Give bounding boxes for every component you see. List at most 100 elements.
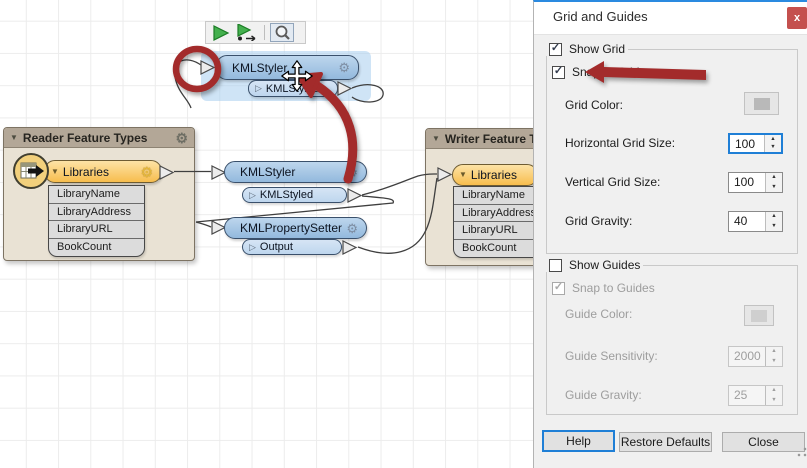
output-port-kmlstyled[interactable]: ▷ KMLStyled bbox=[242, 187, 347, 203]
horizontal-grid-size-label: Horizontal Grid Size: bbox=[565, 136, 676, 150]
color-swatch bbox=[751, 309, 767, 322]
gear-icon[interactable]: ⚙ bbox=[346, 220, 358, 236]
spin-down-icon[interactable]: ▼ bbox=[771, 183, 777, 190]
vertical-grid-size-spinner[interactable]: 100 ▲ ▼ bbox=[728, 172, 783, 193]
gear-icon[interactable]: ⚙ bbox=[175, 129, 188, 146]
attribute-row[interactable]: LibraryAddress bbox=[454, 205, 540, 222]
spin-up-icon[interactable]: ▲ bbox=[770, 135, 776, 142]
reader-feature-libraries[interactable]: ▼ Libraries ⚙ bbox=[44, 160, 162, 183]
feature-label: Libraries bbox=[470, 168, 517, 182]
collapse-triangle-icon[interactable]: ▼ bbox=[10, 132, 18, 142]
output-port-kmlstyled-dragged[interactable]: ▷ KMLStyled bbox=[248, 80, 338, 97]
gear-icon[interactable]: ⚙ bbox=[338, 60, 350, 75]
spinner-value[interactable]: 100 bbox=[734, 175, 755, 189]
collapse-triangle-icon[interactable]: ▼ bbox=[459, 170, 467, 179]
snap-to-grid-checkbox[interactable]: ✓ bbox=[552, 65, 565, 79]
vertical-grid-size-label: Vertical Grid Size: bbox=[565, 175, 661, 189]
spinner-value[interactable]: 25 bbox=[734, 388, 748, 402]
output-port-icon[interactable] bbox=[159, 165, 175, 180]
output-port-icon[interactable] bbox=[337, 81, 353, 96]
color-swatch bbox=[753, 97, 770, 110]
input-port-icon[interactable] bbox=[200, 60, 216, 75]
attribute-label: LibraryURL bbox=[462, 224, 518, 237]
dialog-titlebar[interactable] bbox=[534, 2, 807, 35]
spin-up-icon[interactable]: ▲ bbox=[771, 174, 777, 180]
close-button[interactable]: Close bbox=[722, 432, 805, 452]
grid-color-label: Grid Color: bbox=[565, 98, 624, 112]
port-label: KMLStyled bbox=[265, 82, 320, 95]
transformer-kmlstyler[interactable]: KMLStyler ⚙ bbox=[224, 161, 367, 183]
show-guides-checkbox[interactable] bbox=[549, 258, 562, 272]
help-button[interactable]: Help bbox=[542, 430, 615, 452]
port-marker-icon: ▷ bbox=[249, 241, 256, 252]
spin-down-icon[interactable]: ▼ bbox=[771, 222, 777, 229]
reader-group-header[interactable]: ▼ Reader Feature Types ⚙ bbox=[4, 128, 194, 148]
attribute-row[interactable]: BookCount bbox=[454, 240, 540, 258]
restore-defaults-button[interactable]: Restore Defaults bbox=[619, 432, 712, 452]
gear-icon[interactable]: ⚙ bbox=[140, 163, 153, 180]
close-icon[interactable]: x bbox=[787, 7, 807, 29]
transformer-label: KMLStyler bbox=[240, 165, 296, 179]
grid-gravity-spinner[interactable]: 40 ▲ ▼ bbox=[728, 211, 783, 232]
show-grid-label: Show Grid bbox=[569, 42, 626, 56]
spin-up-icon[interactable]: ▲ bbox=[771, 213, 777, 219]
input-port-icon[interactable] bbox=[211, 165, 227, 180]
spin-up-icon[interactable]: ▲ bbox=[771, 387, 777, 393]
attribute-row[interactable]: LibraryURL bbox=[454, 222, 540, 240]
attribute-row[interactable]: LibraryName bbox=[49, 186, 144, 204]
collapse-triangle-icon[interactable]: ▼ bbox=[51, 166, 59, 176]
transformer-label: KMLStyler bbox=[232, 60, 288, 75]
spinner-value[interactable]: 40 bbox=[734, 214, 748, 228]
writer-feature-libraries[interactable]: ▼ Libraries bbox=[452, 164, 538, 186]
show-grid-checkbox[interactable]: ✓ bbox=[549, 42, 562, 56]
spin-down-icon[interactable]: ▼ bbox=[771, 396, 777, 403]
snap-to-guides-row: ✓ Snap to Guides bbox=[549, 281, 658, 295]
resize-grip[interactable] bbox=[796, 446, 807, 458]
guide-color-button[interactable] bbox=[744, 305, 774, 326]
gear-icon[interactable]: ⚙ bbox=[346, 164, 358, 180]
connection-line bbox=[351, 84, 384, 103]
reader-attribute-list: LibraryName LibraryAddress LibraryURL Bo… bbox=[48, 185, 145, 257]
output-port-output[interactable]: ▷ Output bbox=[242, 239, 342, 255]
attribute-row[interactable]: LibraryAddress bbox=[49, 204, 144, 221]
reader-feature-types-group[interactable]: ▼ Reader Feature Types ⚙ bbox=[3, 127, 195, 261]
run-button[interactable] bbox=[209, 23, 233, 42]
spin-down-icon[interactable]: ▼ bbox=[770, 144, 776, 150]
snap-to-guides-checkbox[interactable]: ✓ bbox=[552, 281, 565, 295]
guide-color-label: Guide Color: bbox=[565, 307, 633, 321]
guide-sensitivity-spinner[interactable]: 2000 ▲ ▼ bbox=[728, 346, 783, 367]
attribute-row[interactable]: LibraryName bbox=[454, 187, 540, 205]
check-icon: ✓ bbox=[550, 42, 561, 54]
magnifier-button[interactable] bbox=[270, 23, 294, 42]
snap-to-guides-label: Snap to Guides bbox=[572, 281, 655, 295]
reader-feature-icon[interactable] bbox=[12, 152, 50, 190]
spinner-value[interactable]: 2000 bbox=[734, 349, 761, 363]
spinner-value[interactable]: 100 bbox=[735, 137, 756, 151]
transformer-kmlstyler-dragged[interactable]: KMLStyler ⚙ bbox=[216, 55, 359, 80]
close-label: x bbox=[793, 12, 801, 24]
connection-line bbox=[195, 221, 212, 228]
run-with-breakpoints-button[interactable] bbox=[235, 23, 259, 42]
input-port-icon[interactable] bbox=[437, 167, 453, 182]
attribute-row[interactable]: BookCount bbox=[49, 239, 144, 257]
grid-gravity-label: Grid Gravity: bbox=[565, 214, 633, 228]
feature-label: Libraries bbox=[62, 164, 109, 179]
output-port-icon[interactable] bbox=[342, 240, 358, 255]
guide-gravity-spinner[interactable]: 25 ▲ ▼ bbox=[728, 385, 783, 406]
horizontal-grid-size-spinner[interactable]: 100 ▲ ▼ bbox=[728, 133, 783, 154]
grid-color-button[interactable] bbox=[744, 92, 779, 115]
writer-group-title: Writer Feature Types bbox=[444, 131, 542, 146]
attribute-label: LibraryAddress bbox=[462, 206, 536, 219]
show-grid-row: ✓ Show Grid bbox=[546, 42, 629, 56]
spin-up-icon[interactable]: ▲ bbox=[771, 348, 777, 354]
input-port-icon[interactable] bbox=[211, 220, 227, 235]
writer-group-header[interactable]: ▼ Writer Feature Types bbox=[426, 129, 542, 149]
port-label: Output bbox=[259, 241, 293, 253]
collapse-triangle-icon[interactable]: ▼ bbox=[432, 133, 440, 143]
check-icon: ✓ bbox=[553, 281, 564, 293]
output-port-icon[interactable] bbox=[347, 188, 363, 203]
transformer-kmlpropertysetter[interactable]: KMLPropertySetter ⚙ bbox=[224, 217, 367, 239]
attribute-row[interactable]: LibraryURL bbox=[49, 221, 144, 239]
spin-down-icon[interactable]: ▼ bbox=[771, 357, 777, 364]
attribute-label: LibraryURL bbox=[57, 223, 113, 236]
